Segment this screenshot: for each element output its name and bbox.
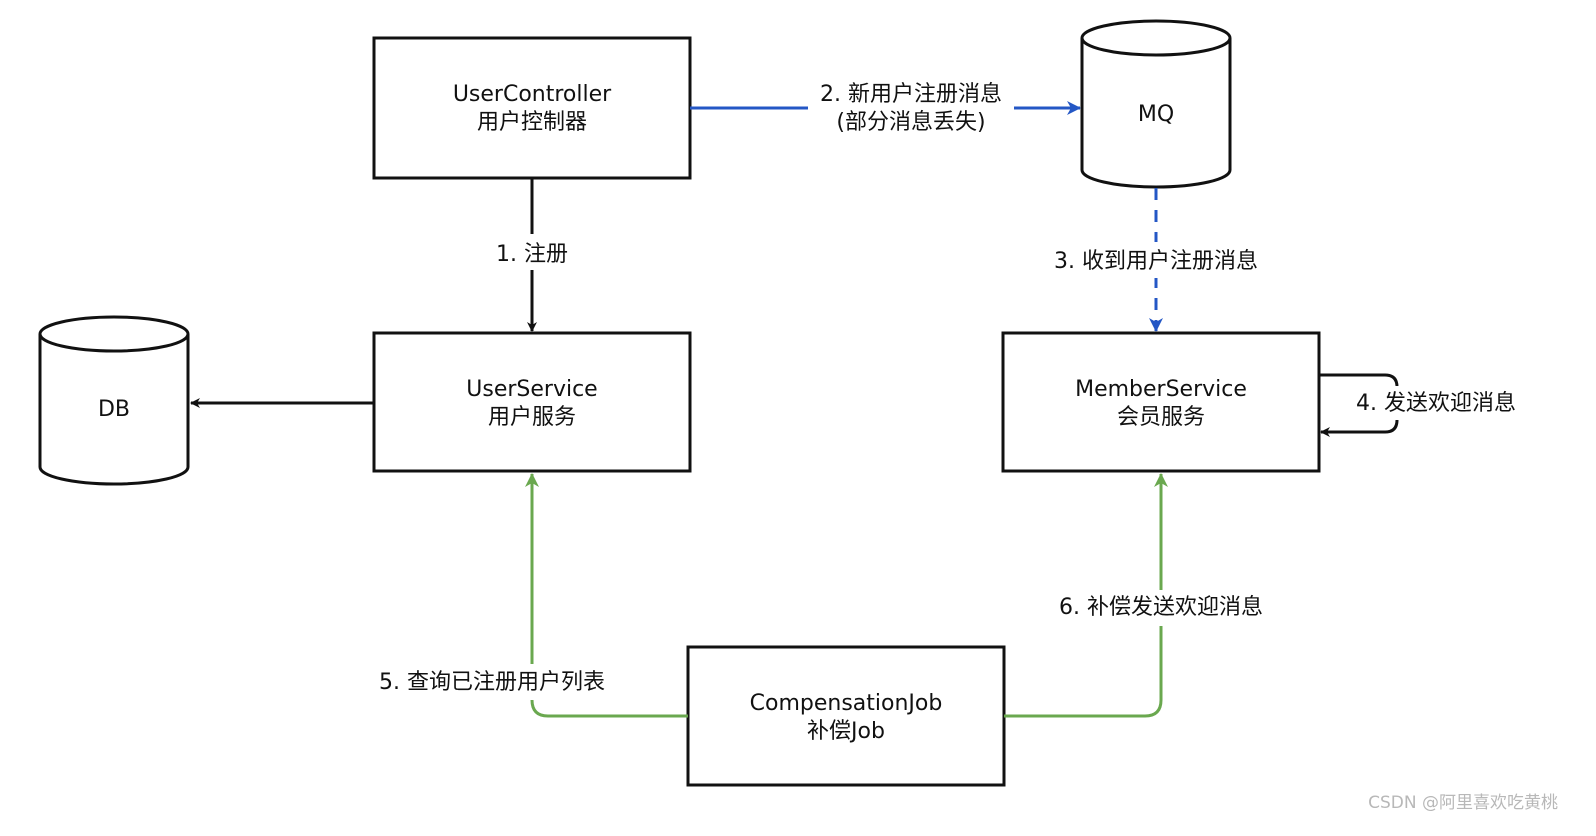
compensation-job-node: CompensationJob 补偿Job — [686, 645, 1006, 787]
user-service-subtitle: 用户服务 — [488, 405, 576, 430]
user-controller-node: UserController 用户控制器 — [372, 36, 692, 180]
member-service-title: MemberService — [1075, 377, 1247, 402]
mq-label: MQ — [1138, 102, 1174, 127]
member-service-subtitle: 会员服务 — [1117, 405, 1205, 430]
edge-compensate-label: 6. 补偿发送欢迎消息 — [1059, 595, 1263, 620]
mq-cylinder: MQ — [1080, 19, 1232, 189]
user-service-title: UserService — [466, 377, 597, 402]
edge-compensate-welcome — [1004, 473, 1168, 718]
compensation-job-subtitle: 补偿Job — [807, 719, 885, 744]
member-service-node: MemberService 会员服务 — [1001, 331, 1321, 473]
user-service-node: UserService 用户服务 — [372, 331, 692, 473]
watermark: CSDN @阿里喜欢吃黄桃 — [1368, 793, 1558, 813]
edge-query-users — [525, 473, 688, 718]
edge-query-users-label: 5. 查询已注册用户列表 — [379, 670, 605, 695]
edge-publish-label-line1: 2. 新用户注册消息 — [820, 82, 1002, 107]
edge-send-welcome-label: 4. 发送欢迎消息 — [1356, 391, 1516, 416]
db-cylinder: DB — [38, 315, 190, 486]
db-label: DB — [98, 397, 130, 422]
user-controller-subtitle: 用户控制器 — [477, 110, 587, 135]
edge-receive-label: 3. 收到用户注册消息 — [1054, 249, 1258, 274]
edge-publish-label-line2: (部分消息丢失) — [836, 110, 985, 135]
edge-register-label: 1. 注册 — [496, 242, 568, 267]
user-controller-title: UserController — [453, 82, 612, 107]
compensation-job-title: CompensationJob — [750, 691, 943, 716]
